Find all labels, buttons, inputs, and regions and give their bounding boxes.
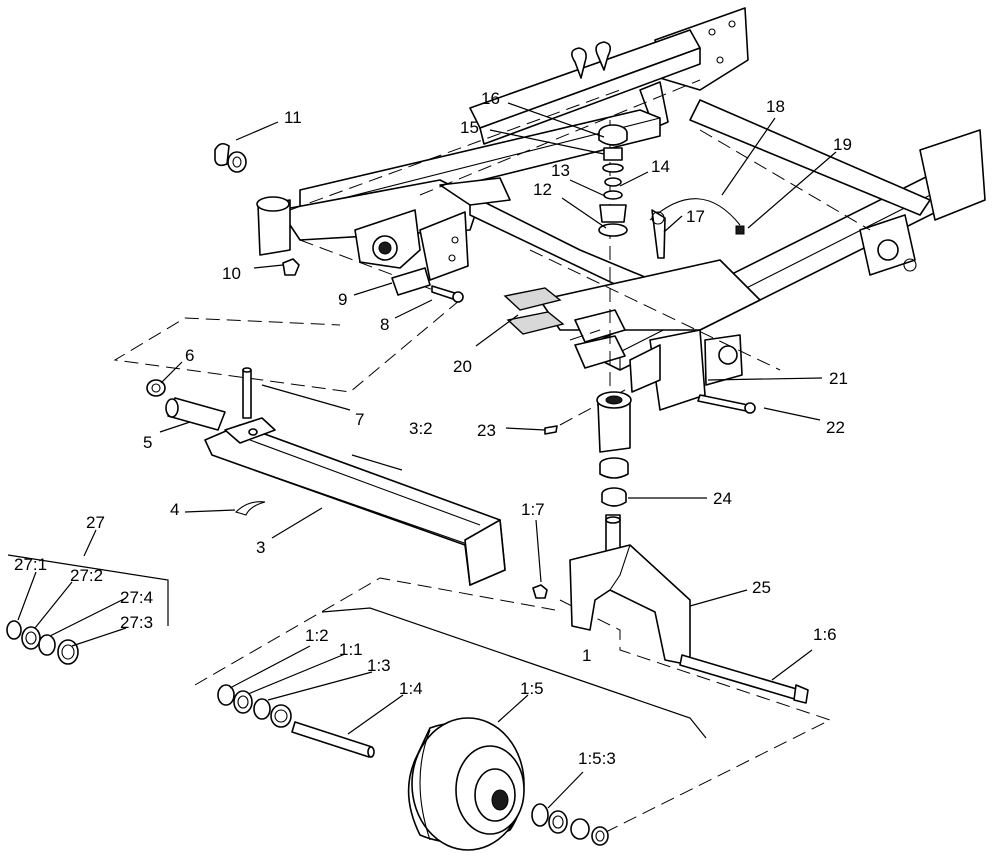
label-21: 21 xyxy=(829,369,848,388)
label-20: 20 xyxy=(453,357,472,376)
label-1: 1 xyxy=(582,646,591,665)
caster-fork xyxy=(532,391,809,704)
label-27-2: 27:2 xyxy=(70,566,103,585)
label-1-4: 1:4 xyxy=(399,679,423,698)
label-7: 7 xyxy=(355,410,364,429)
label-27-3: 27:3 xyxy=(120,613,153,632)
label-13: 13 xyxy=(551,161,570,180)
label-15: 15 xyxy=(460,118,479,137)
left-hardware xyxy=(214,142,464,303)
callout-leaders xyxy=(17,102,837,809)
label-1-7: 1:7 xyxy=(521,500,545,519)
label-25: 25 xyxy=(752,578,771,597)
label-3: 3 xyxy=(256,538,265,557)
label-1-6: 1:6 xyxy=(813,625,837,644)
label-27: 27 xyxy=(86,513,105,532)
label-1-2: 1:2 xyxy=(305,626,329,645)
label-11: 11 xyxy=(284,108,302,127)
label-17: 17 xyxy=(686,207,705,226)
reference-lines xyxy=(113,79,871,836)
wear-pads xyxy=(503,287,565,335)
main-frame xyxy=(256,7,986,411)
label-8: 8 xyxy=(380,315,389,334)
label-1-5: 1:5 xyxy=(520,679,544,698)
bearing-kit-27 xyxy=(6,554,169,665)
wheel-assembly xyxy=(217,607,707,851)
label-24: 24 xyxy=(713,489,732,508)
label-1-5-3: 1:5:3 xyxy=(578,749,616,768)
label-5: 5 xyxy=(143,433,152,452)
label-23: 23 xyxy=(477,421,496,440)
label-10: 10 xyxy=(222,264,241,283)
label-1-3: 1:3 xyxy=(367,656,391,675)
retaining-cable xyxy=(649,198,745,259)
label-19: 19 xyxy=(833,135,852,154)
label-16: 16 xyxy=(481,89,500,108)
label-6: 6 xyxy=(185,346,194,365)
label-27-4: 27:4 xyxy=(120,588,153,607)
callout-labels: 16 15 13 14 12 18 19 17 11 10 9 8 20 21 … xyxy=(14,89,852,768)
label-9: 9 xyxy=(338,290,347,309)
label-12: 12 xyxy=(533,180,552,199)
label-18: 18 xyxy=(766,97,785,116)
pivot-stack xyxy=(598,124,628,237)
label-22: 22 xyxy=(826,418,845,437)
label-27-1: 27:1 xyxy=(14,555,47,574)
caster-arm xyxy=(146,367,506,586)
label-4: 4 xyxy=(170,500,179,519)
label-3-2: 3:2 xyxy=(409,419,433,438)
label-14: 14 xyxy=(651,157,670,176)
label-1-1: 1:1 xyxy=(339,640,363,659)
